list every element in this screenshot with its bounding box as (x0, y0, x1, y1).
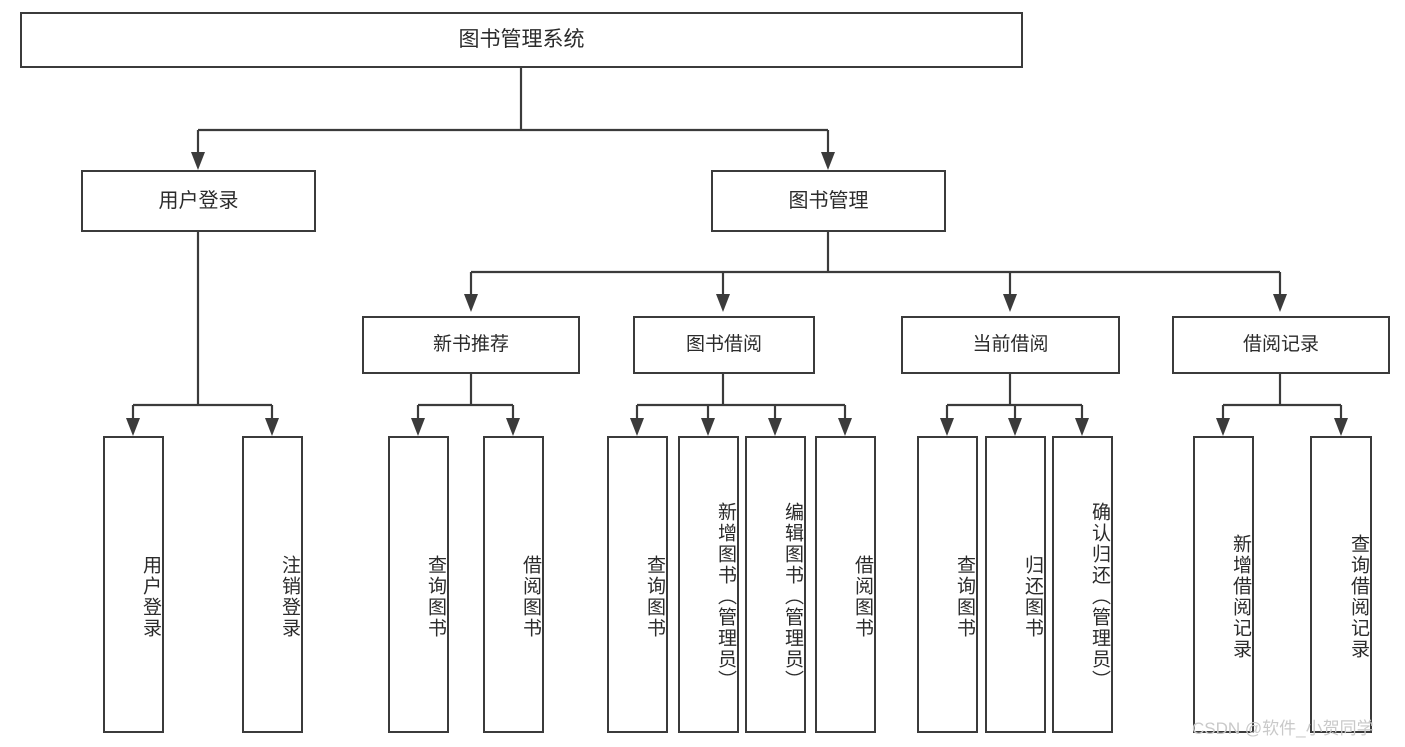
leaf-confirm-return-admin[interactable]: 确认归还（管理员） (1052, 436, 1113, 733)
node-label: 查询图书 (954, 554, 975, 639)
leaf-add-borrow-record[interactable]: 新增借阅记录 (1193, 436, 1254, 733)
node-label: 查询图书 (425, 554, 446, 639)
node-label: 图书管理系统 (458, 27, 585, 51)
node-label: 查询借阅记录 (1348, 533, 1369, 660)
node-label: 图书借阅 (685, 334, 762, 356)
leaf-add-book-admin[interactable]: 新增图书（管理员） (678, 436, 739, 733)
leaf-user-login[interactable]: 用户登录 (103, 436, 164, 733)
node-label: 新增借阅记录 (1230, 533, 1251, 660)
leaf-query-book-recommend[interactable]: 查询图书 (388, 436, 449, 733)
leaf-borrow-book[interactable]: 借阅图书 (815, 436, 876, 733)
leaf-query-borrow-record[interactable]: 查询借阅记录 (1310, 436, 1372, 733)
node-book-borrow[interactable]: 图书借阅 (633, 316, 815, 374)
node-label: 借阅图书 (520, 554, 541, 639)
leaf-return-book[interactable]: 归还图书 (985, 436, 1046, 733)
node-label: 用户登录 (140, 554, 161, 639)
node-label: 编辑图书（管理员） (782, 502, 803, 691)
node-label: 新书推荐 (432, 334, 509, 356)
node-label: 图书管理 (788, 189, 869, 212)
leaf-query-book-borrow[interactable]: 查询图书 (607, 436, 668, 733)
leaf-logout[interactable]: 注销登录 (242, 436, 303, 733)
node-root-book-management-system[interactable]: 图书管理系统 (20, 12, 1023, 68)
node-borrow-record[interactable]: 借阅记录 (1172, 316, 1390, 374)
node-label: 新增图书（管理员） (715, 502, 736, 691)
node-label: 归还图书 (1022, 554, 1043, 639)
node-book-management[interactable]: 图书管理 (711, 170, 946, 232)
node-label: 当前借阅 (972, 334, 1049, 356)
node-label: 借阅图书 (852, 554, 873, 639)
node-label: 确认归还（管理员） (1089, 502, 1110, 691)
watermark-text: CSDN @软件_小贺同学 (1192, 719, 1374, 738)
node-current-borrow[interactable]: 当前借阅 (901, 316, 1120, 374)
node-new-book-recommend[interactable]: 新书推荐 (362, 316, 580, 374)
node-label: 查询图书 (644, 554, 665, 639)
node-label: 用户登录 (158, 189, 239, 212)
leaf-edit-book-admin[interactable]: 编辑图书（管理员） (745, 436, 806, 733)
leaf-query-book-current[interactable]: 查询图书 (917, 436, 978, 733)
leaf-borrow-book-recommend[interactable]: 借阅图书 (483, 436, 544, 733)
node-label: 注销登录 (279, 554, 300, 639)
node-user-login[interactable]: 用户登录 (81, 170, 316, 232)
node-label: 借阅记录 (1242, 334, 1319, 356)
